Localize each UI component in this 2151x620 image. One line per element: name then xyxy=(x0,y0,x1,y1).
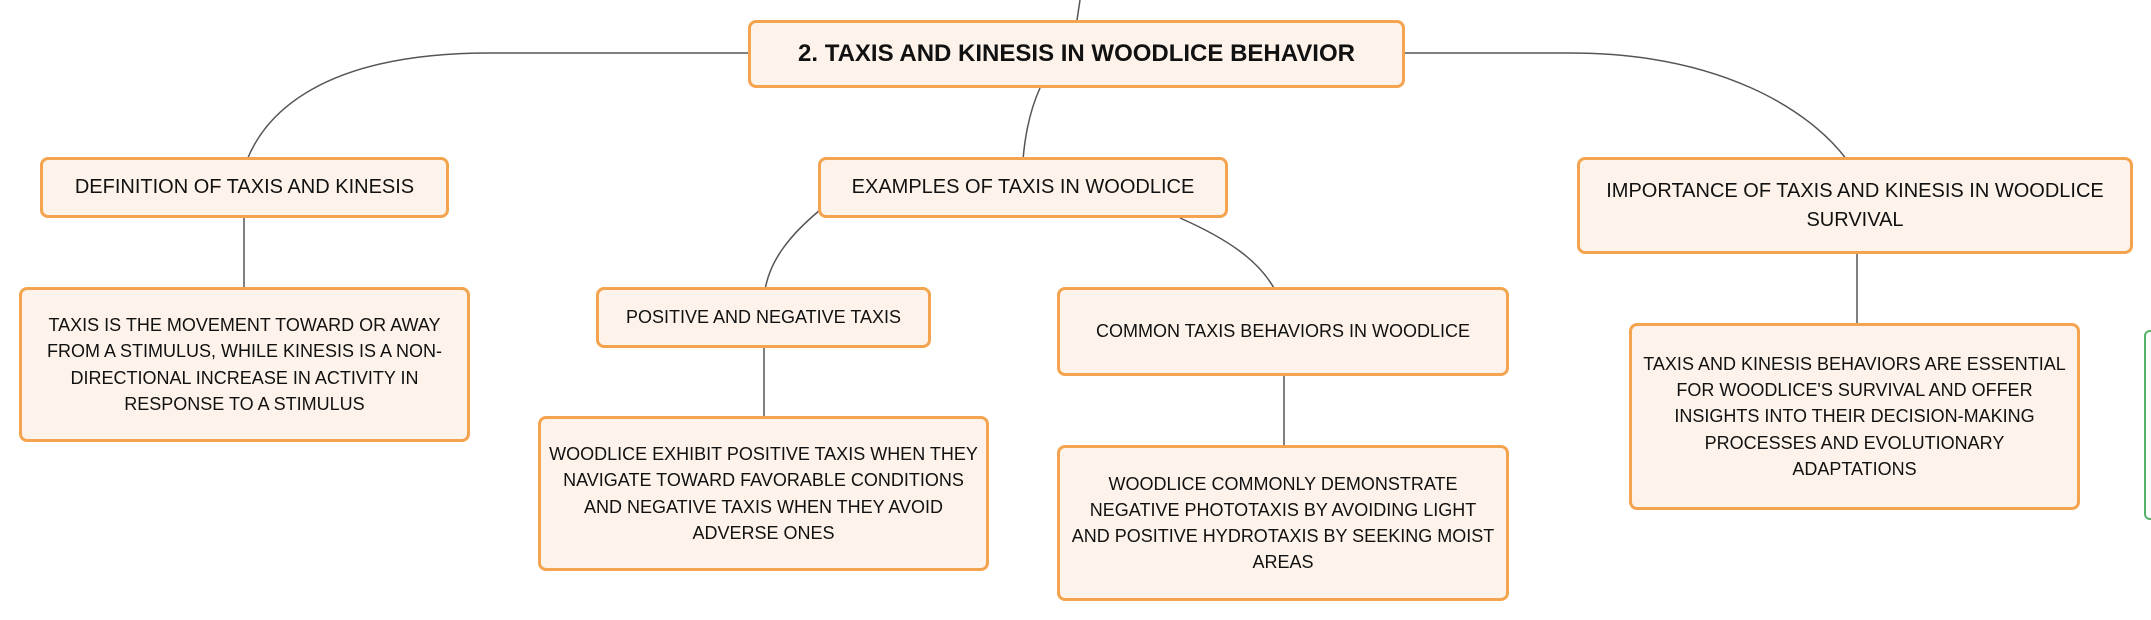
definition-node-label: DEFINITION OF TAXIS AND KINESIS xyxy=(74,176,415,198)
importance-node[interactable]: IMPORTANCE OF TAXIS AND KINESIS IN WOODL… xyxy=(1577,157,2133,254)
connector-root-importance xyxy=(1405,52,1848,161)
importance-node-label: IMPORTANCE OF TAXIS AND KINESIS IN WOODL… xyxy=(1606,179,2104,231)
importance-detail-node[interactable]: TAXIS AND KINESIS BEHAVIORS ARE ESSENTIA… xyxy=(1629,323,2080,510)
connector-examples-common xyxy=(1179,217,1276,291)
offscreen-node-edge xyxy=(2144,330,2151,520)
positive-negative-taxis-node[interactable]: POSITIVE AND NEGATIVE TAXIS xyxy=(596,287,931,348)
examples-node[interactable]: EXAMPLES OF TAXIS IN WOODLICE xyxy=(818,157,1228,218)
common-taxis-label: COMMON TAXIS BEHAVIORS IN WOODLICE xyxy=(1095,321,1471,342)
positive-negative-taxis-label: POSITIVE AND NEGATIVE TAXIS xyxy=(625,307,902,328)
positive-negative-detail-node[interactable]: WOODLICE EXHIBIT POSITIVE TAXIS WHEN THE… xyxy=(538,416,989,571)
definition-detail-text: TAXIS IS THE MOVEMENT TOWARD OR AWAY FRO… xyxy=(46,315,443,414)
connector-examples-positive xyxy=(764,209,821,291)
definition-detail-node[interactable]: TAXIS IS THE MOVEMENT TOWARD OR AWAY FRO… xyxy=(19,287,470,442)
positive-negative-detail-text: WOODLICE EXHIBIT POSITIVE TAXIS WHEN THE… xyxy=(549,444,978,543)
root-node-label: 2. TAXIS AND KINESIS IN WOODLICE BEHAVIO… xyxy=(798,39,1355,67)
connector-root-parent xyxy=(1076,0,1081,21)
common-taxis-detail-node[interactable]: WOODLICE COMMONLY DEMONSTRATE NEGATIVE P… xyxy=(1057,445,1509,601)
root-node[interactable]: 2. TAXIS AND KINESIS IN WOODLICE BEHAVIO… xyxy=(748,20,1405,88)
definition-node[interactable]: DEFINITION OF TAXIS AND KINESIS xyxy=(40,157,449,218)
connector-root-examples xyxy=(1022,87,1041,161)
common-taxis-node[interactable]: COMMON TAXIS BEHAVIORS IN WOODLICE xyxy=(1057,287,1509,376)
importance-detail-text: TAXIS AND KINESIS BEHAVIORS ARE ESSENTIA… xyxy=(1643,354,2066,479)
connector-root-definition xyxy=(246,52,748,161)
examples-node-label: EXAMPLES OF TAXIS IN WOODLICE xyxy=(851,176,1195,198)
common-taxis-detail-text: WOODLICE COMMONLY DEMONSTRATE NEGATIVE P… xyxy=(1071,473,1495,573)
